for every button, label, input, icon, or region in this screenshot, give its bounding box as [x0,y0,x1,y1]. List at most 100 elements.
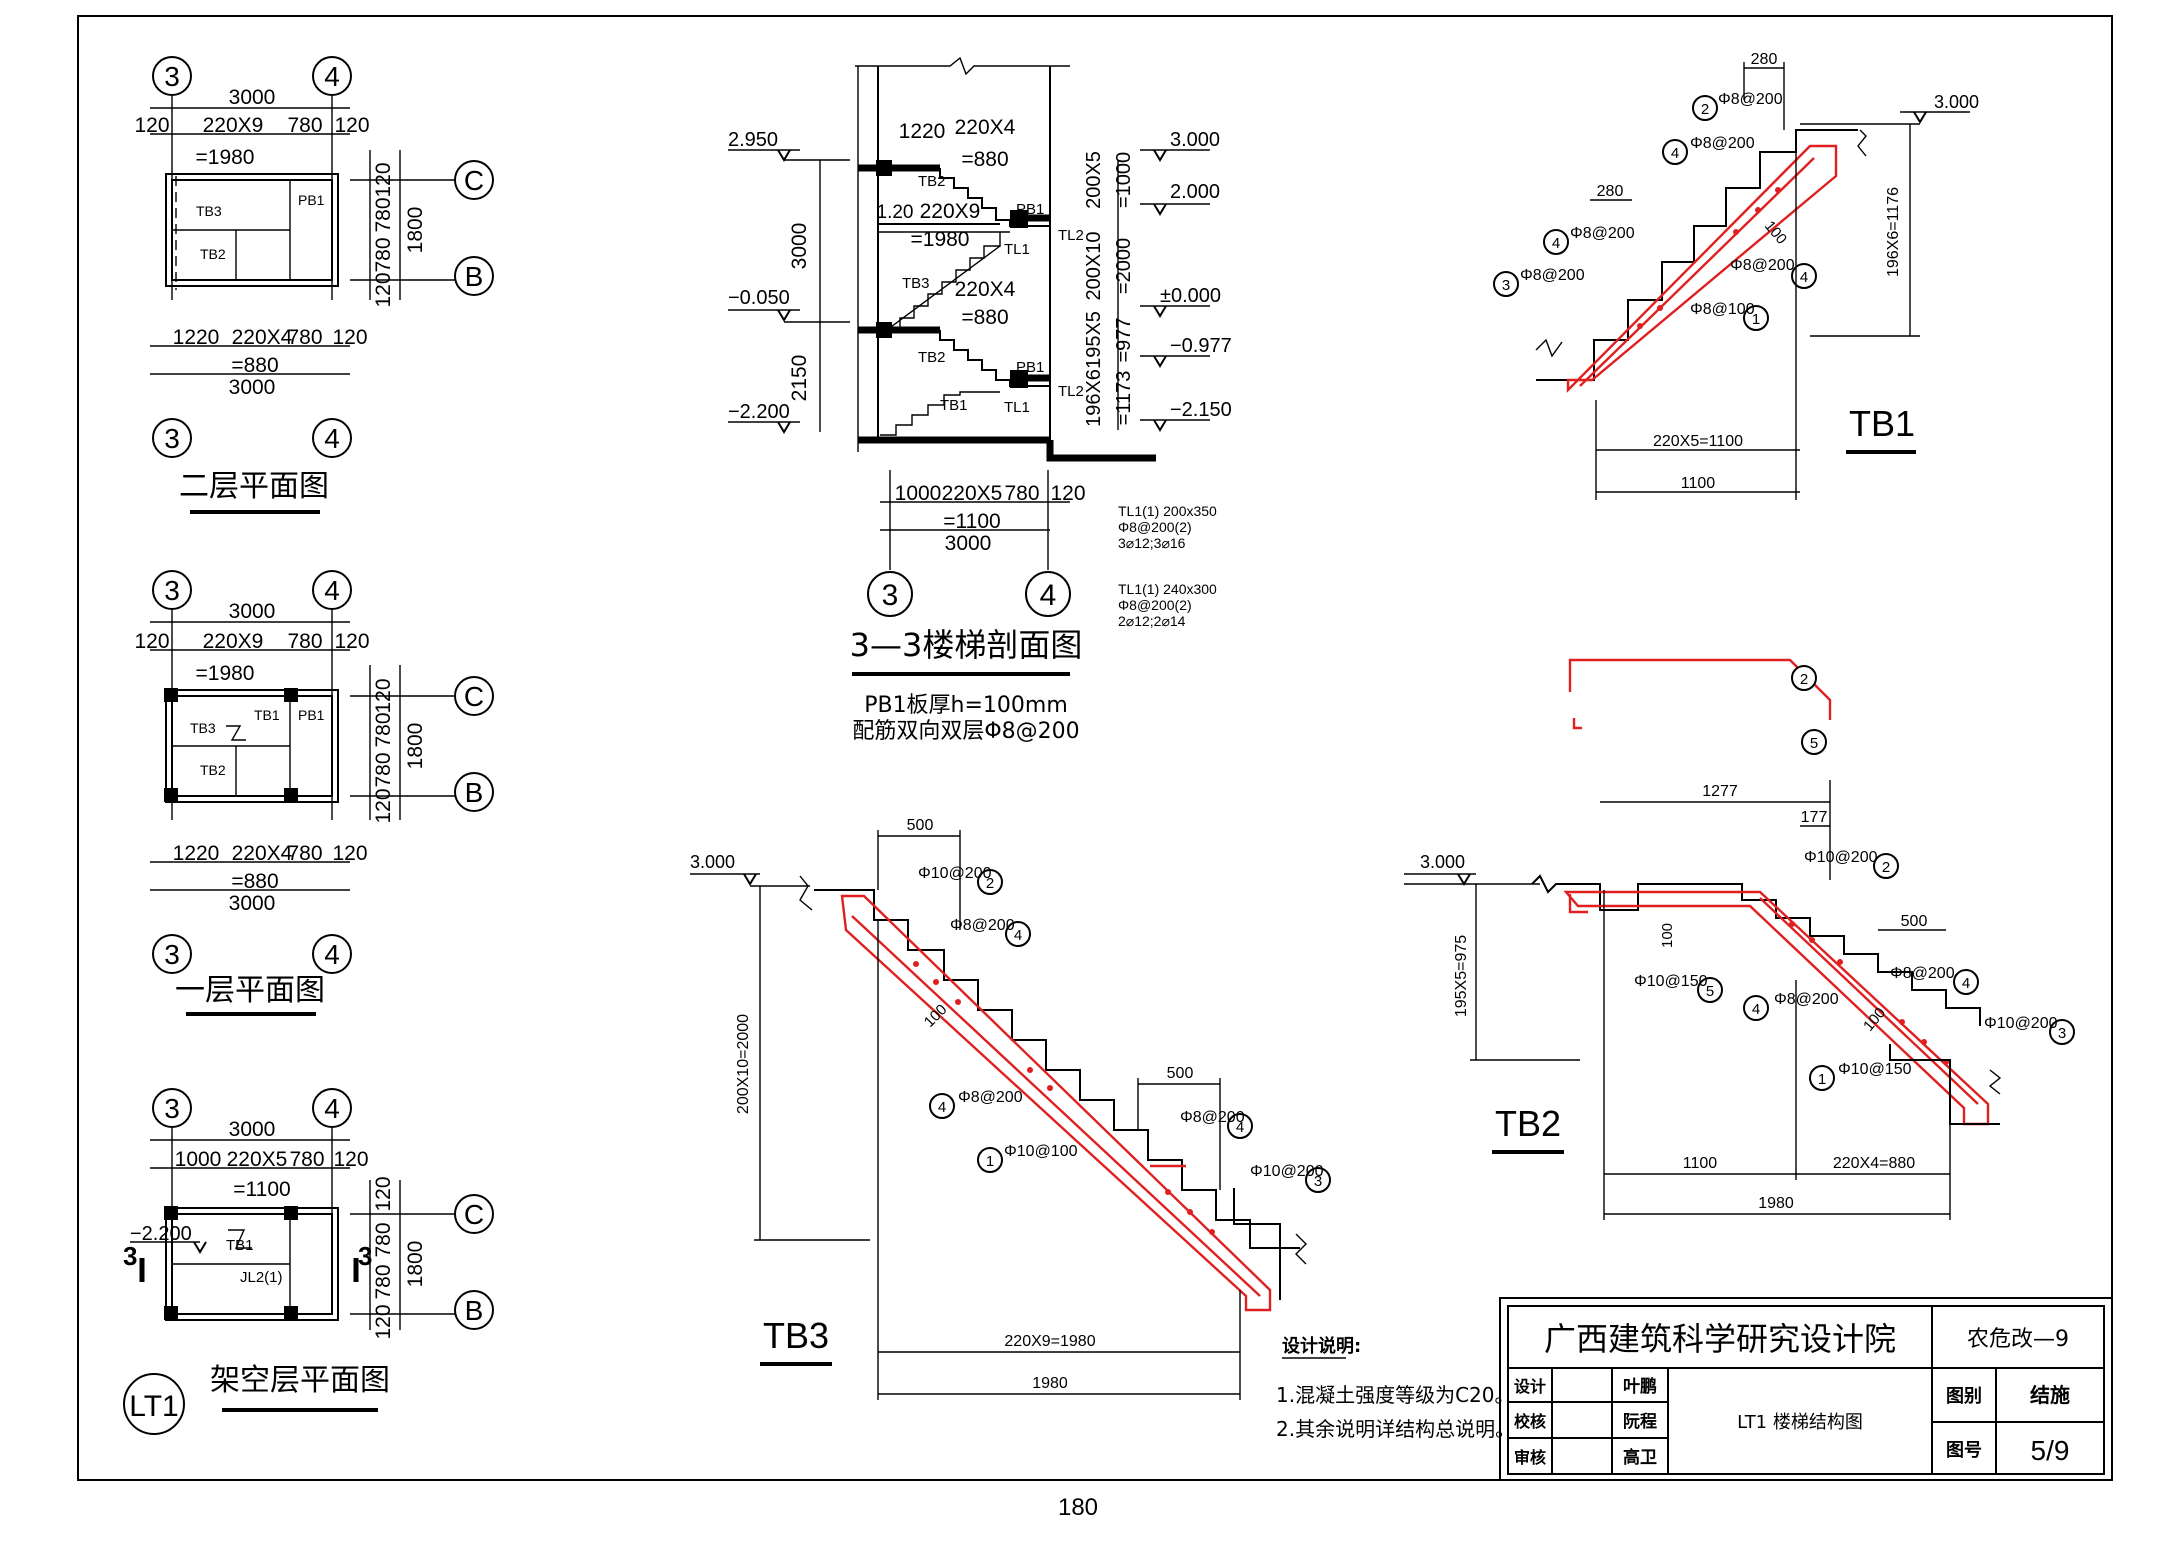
svg-text:100: 100 [921,1001,951,1031]
svg-text:PB1: PB1 [1016,201,1044,218]
plan-first-floor: 3 4 3000 120 220X9 780 120 =1980 TB3 TB1… [134,570,494,1016]
svg-text:审核: 审核 [1514,1448,1546,1467]
svg-text:4: 4 [324,575,340,606]
svg-text:177: 177 [1801,809,1828,826]
svg-text:780: 780 [372,197,395,232]
svg-text:Φ8@200: Φ8@200 [1690,135,1755,152]
svg-text:780: 780 [372,712,395,747]
svg-text:3000: 3000 [229,600,276,623]
svg-text:校核: 校核 [1514,1412,1546,1431]
svg-text:Φ8@200: Φ8@200 [1774,991,1839,1008]
svg-text:4: 4 [1552,235,1560,252]
svg-text:B: B [465,777,484,808]
svg-text:120: 120 [134,114,169,137]
svg-text:120: 120 [1050,482,1085,505]
svg-text:C: C [464,681,484,712]
sheet-border [77,15,2113,1481]
svg-text:220X4=880: 220X4=880 [1833,1155,1915,1172]
svg-text:1980: 1980 [1032,1375,1068,1392]
sheet-number: 5/9 [2031,1435,2070,1466]
svg-text:高卫: 高卫 [1623,1447,1657,1468]
svg-text:图号: 图号 [1946,1440,1982,1461]
svg-text:120: 120 [332,326,367,349]
svg-text:C: C [464,165,484,196]
svg-text:500: 500 [1901,913,1928,930]
svg-text:780: 780 [287,630,322,653]
svg-text:195X5: 195X5 [1083,311,1105,369]
svg-text:220X5=1100: 220X5=1100 [1653,433,1743,450]
svg-text:TB3: TB3 [196,203,222,219]
svg-text:196X6: 196X6 [1083,369,1105,427]
svg-text:2.950: 2.950 [728,129,778,151]
svg-text:220X4: 220X4 [232,842,293,865]
svg-text:=977: =977 [1113,317,1135,362]
svg-text:220X4: 220X4 [955,278,1016,301]
tb3-detail: 3.000 200X10=2000 500 500 2 Φ10@200 4 Φ8… [690,817,1331,1400]
svg-text:3.000: 3.000 [690,852,735,872]
svg-text:220X9: 220X9 [203,114,264,137]
svg-text:196X6=1176: 196X6=1176 [1885,187,1902,277]
svg-text:TB2: TB2 [918,173,946,190]
title-block: 广西建筑科学研究设计院 农危改—9 设计 叶鹏 校核 阮程 审核 高卫 LT1 … [1499,1297,2113,1481]
svg-text:3.000: 3.000 [1934,92,1979,112]
svg-text:B: B [465,1295,484,1326]
svg-text:Φ8@200: Φ8@200 [1570,225,1635,242]
svg-text:3000: 3000 [788,223,811,270]
svg-text:=880: =880 [231,354,278,377]
svg-text:3: 3 [164,61,180,92]
svg-text:3: 3 [164,1093,180,1124]
svg-text:TB2: TB2 [200,246,226,262]
svg-text:1220: 1220 [899,120,946,143]
svg-text:3: 3 [1314,1173,1322,1190]
svg-text:2: 2 [1882,859,1890,876]
level-mark-ground: −2.200 [130,1223,192,1245]
svg-text:1800: 1800 [404,1241,427,1288]
svg-text:=880: =880 [961,306,1008,329]
svg-text:配筋双向双层Φ8@200: 配筋双向双层Φ8@200 [852,719,1079,744]
svg-text:1277: 1277 [1702,783,1738,800]
svg-text:120: 120 [334,114,369,137]
svg-text:−2.200: −2.200 [728,401,790,423]
svg-text:Φ10@200: Φ10@200 [1984,1015,2058,1032]
svg-text:5: 5 [1810,735,1818,752]
svg-text:TL1(1) 240x300: TL1(1) 240x300 [1118,581,1217,597]
svg-text:Φ8@200: Φ8@200 [1180,1109,1245,1126]
svg-text:2.其余说明详结构总说明。: 2.其余说明详结构总说明。 [1276,1417,1515,1441]
svg-text:Φ10@150: Φ10@150 [1838,1061,1912,1078]
svg-text:TB1: TB1 [940,397,968,414]
svg-text:3000: 3000 [945,532,992,555]
svg-text:=880: =880 [961,148,1008,171]
stair-mark-LT1 [123,1373,185,1435]
svg-text:280: 280 [1597,183,1624,200]
svg-text:120: 120 [372,1176,395,1211]
svg-text:780: 780 [372,1264,395,1299]
svg-text:120: 120 [372,272,395,307]
svg-text:220X9: 220X9 [203,630,264,653]
svg-text:120: 120 [372,1304,395,1339]
svg-text:1: 1 [1752,311,1760,328]
svg-text:−2.150: −2.150 [1170,399,1232,421]
svg-text:3: 3 [2058,1025,2066,1042]
svg-text:3: 3 [358,1241,372,1271]
svg-text:3: 3 [882,579,899,612]
svg-text:4: 4 [324,1093,340,1124]
svg-text:Φ8@200: Φ8@200 [1890,965,1955,982]
svg-text:TL1: TL1 [1004,241,1030,258]
svg-text:4: 4 [1752,1001,1760,1018]
svg-text:3: 3 [164,939,180,970]
svg-text:195X5=975: 195X5=975 [1453,935,1470,1017]
svg-text:TB3: TB3 [190,720,216,736]
svg-text:JL2(1): JL2(1) [240,1269,283,1286]
svg-text:780: 780 [372,237,395,272]
axis-bubble-4 [312,56,352,96]
svg-text:TL1: TL1 [1004,399,1030,416]
svg-text:Φ10@150: Φ10@150 [1634,973,1708,990]
svg-text:Φ10@200: Φ10@200 [1804,849,1878,866]
svg-text:=1980: =1980 [911,228,970,251]
svg-text:120: 120 [334,630,369,653]
svg-text:2: 2 [1800,671,1808,688]
svg-text:TL2: TL2 [1058,227,1084,244]
svg-text:TB1: TB1 [226,1237,254,1254]
svg-text:220X9: 220X9 [920,200,981,223]
svg-text:=880: =880 [231,870,278,893]
